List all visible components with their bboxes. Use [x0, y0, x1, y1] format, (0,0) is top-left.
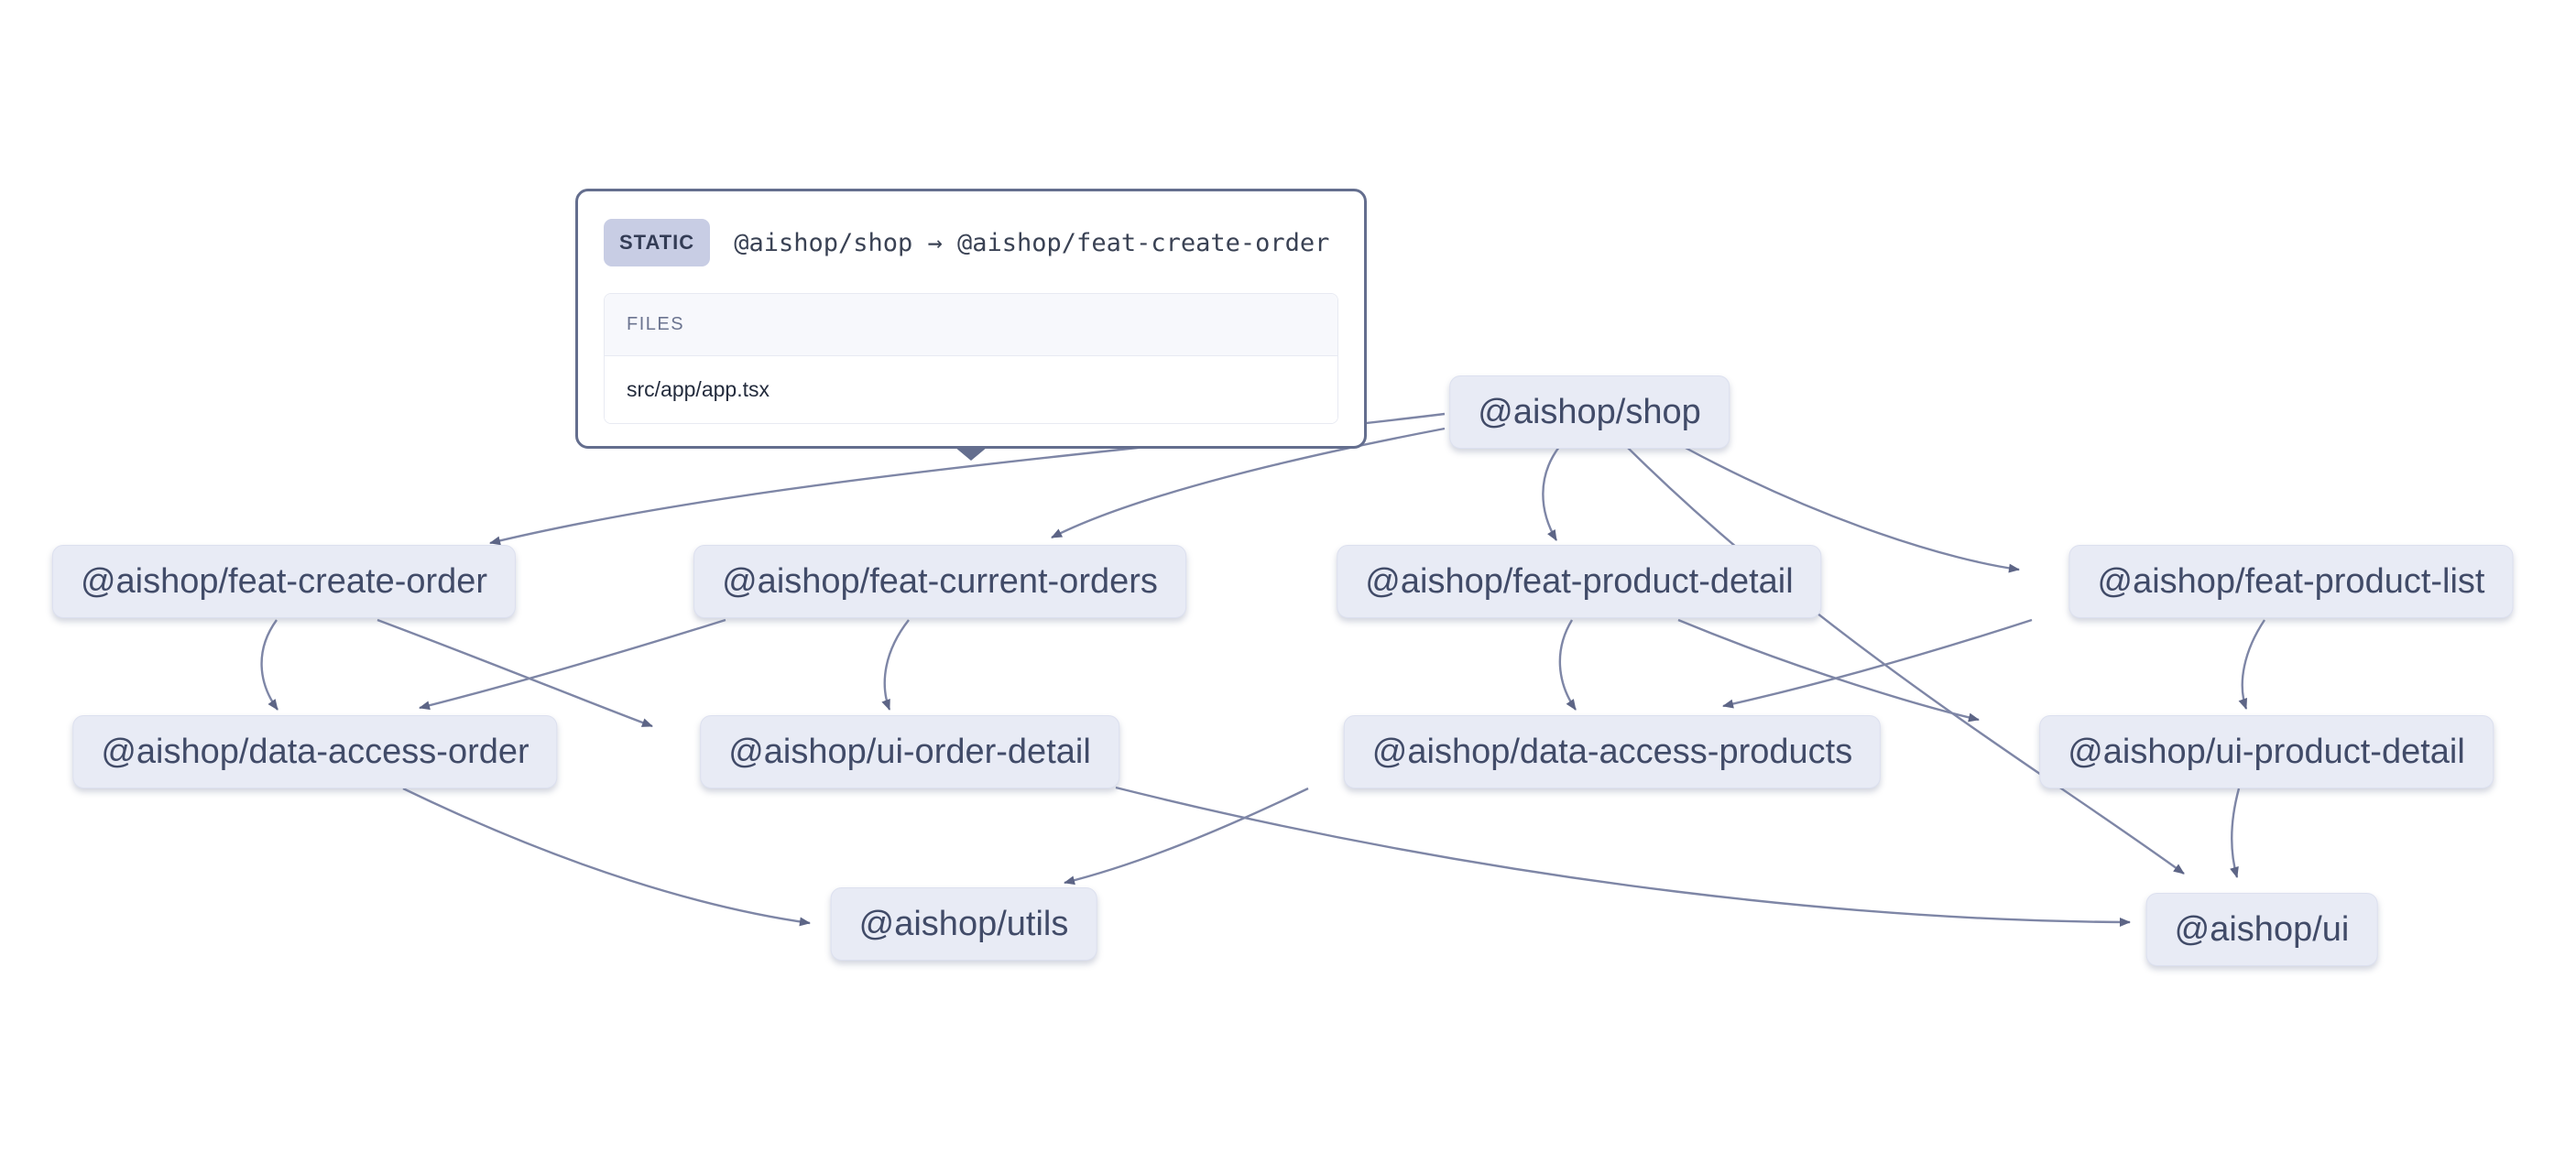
graph-node-shop[interactable]: @aishop/shop	[1449, 375, 1730, 449]
edge-ui-order-detail-to-ui[interactable]	[1115, 786, 2131, 927]
edge-type-badge: STATIC	[604, 219, 711, 266]
graph-node-ui[interactable]: @aishop/ui	[2145, 893, 2378, 966]
edge-shop-to-ui[interactable]	[1626, 446, 2185, 875]
tooltip-pointer-icon	[955, 447, 988, 461]
edge-tooltip: STATIC @aishop/shop → @aishop/feat-creat…	[575, 189, 1367, 461]
edge-shop-to-feat-product-detail[interactable]	[1542, 446, 1560, 541]
graph-node-feat-current-orders[interactable]: @aishop/feat-current-orders	[693, 545, 1186, 618]
file-row: src/app/app.tsx	[605, 356, 1337, 423]
files-panel: FILES src/app/app.tsx	[604, 293, 1338, 424]
graph-node-feat-create-order[interactable]: @aishop/feat-create-order	[51, 545, 517, 618]
edge-feat-product-list-to-ui-product-detail[interactable]	[2238, 619, 2265, 710]
graph-node-data-access-products[interactable]: @aishop/data-access-products	[1343, 715, 1882, 788]
graph-node-ui-product-detail[interactable]: @aishop/ui-product-detail	[2039, 715, 2494, 788]
tooltip-title-row: STATIC @aishop/shop → @aishop/feat-creat…	[604, 219, 1338, 266]
edge-data-access-order-to-utils[interactable]	[402, 787, 811, 927]
graph-node-ui-order-detail[interactable]: @aishop/ui-order-detail	[700, 715, 1119, 788]
edge-shop-to-feat-product-list[interactable]	[1683, 445, 2020, 573]
graph-node-data-access-order[interactable]: @aishop/data-access-order	[72, 715, 558, 788]
edge-feat-create-order-to-ui-order-detail[interactable]	[377, 618, 653, 728]
edge-label-text: @aishop/shop → @aishop/feat-create-order	[734, 228, 1330, 257]
edge-feat-current-orders-to-ui-order-detail[interactable]	[881, 619, 910, 711]
edge-feat-current-orders-to-data-access-order[interactable]	[419, 618, 726, 711]
edge-ui-product-detail-to-ui[interactable]	[2230, 788, 2241, 878]
files-panel-header: FILES	[605, 294, 1337, 356]
edge-feat-product-list-to-data-access-products[interactable]	[1722, 618, 2033, 709]
edge-data-access-products-to-utils[interactable]	[1064, 787, 1309, 886]
graph-node-feat-product-detail[interactable]: @aishop/feat-product-detail	[1337, 545, 1822, 618]
files-list: src/app/app.tsx	[605, 356, 1337, 423]
edge-feat-product-detail-to-data-access-products[interactable]	[1558, 619, 1577, 711]
graph-node-feat-product-list[interactable]: @aishop/feat-product-list	[2068, 545, 2514, 618]
graph-node-utils[interactable]: @aishop/utils	[830, 887, 1097, 961]
edge-feat-product-detail-to-ui-product-detail[interactable]	[1677, 618, 1980, 723]
edge-shop-to-feat-current-orders[interactable]	[1051, 427, 1446, 539]
edge-feat-create-order-to-data-access-order[interactable]	[260, 619, 278, 711]
